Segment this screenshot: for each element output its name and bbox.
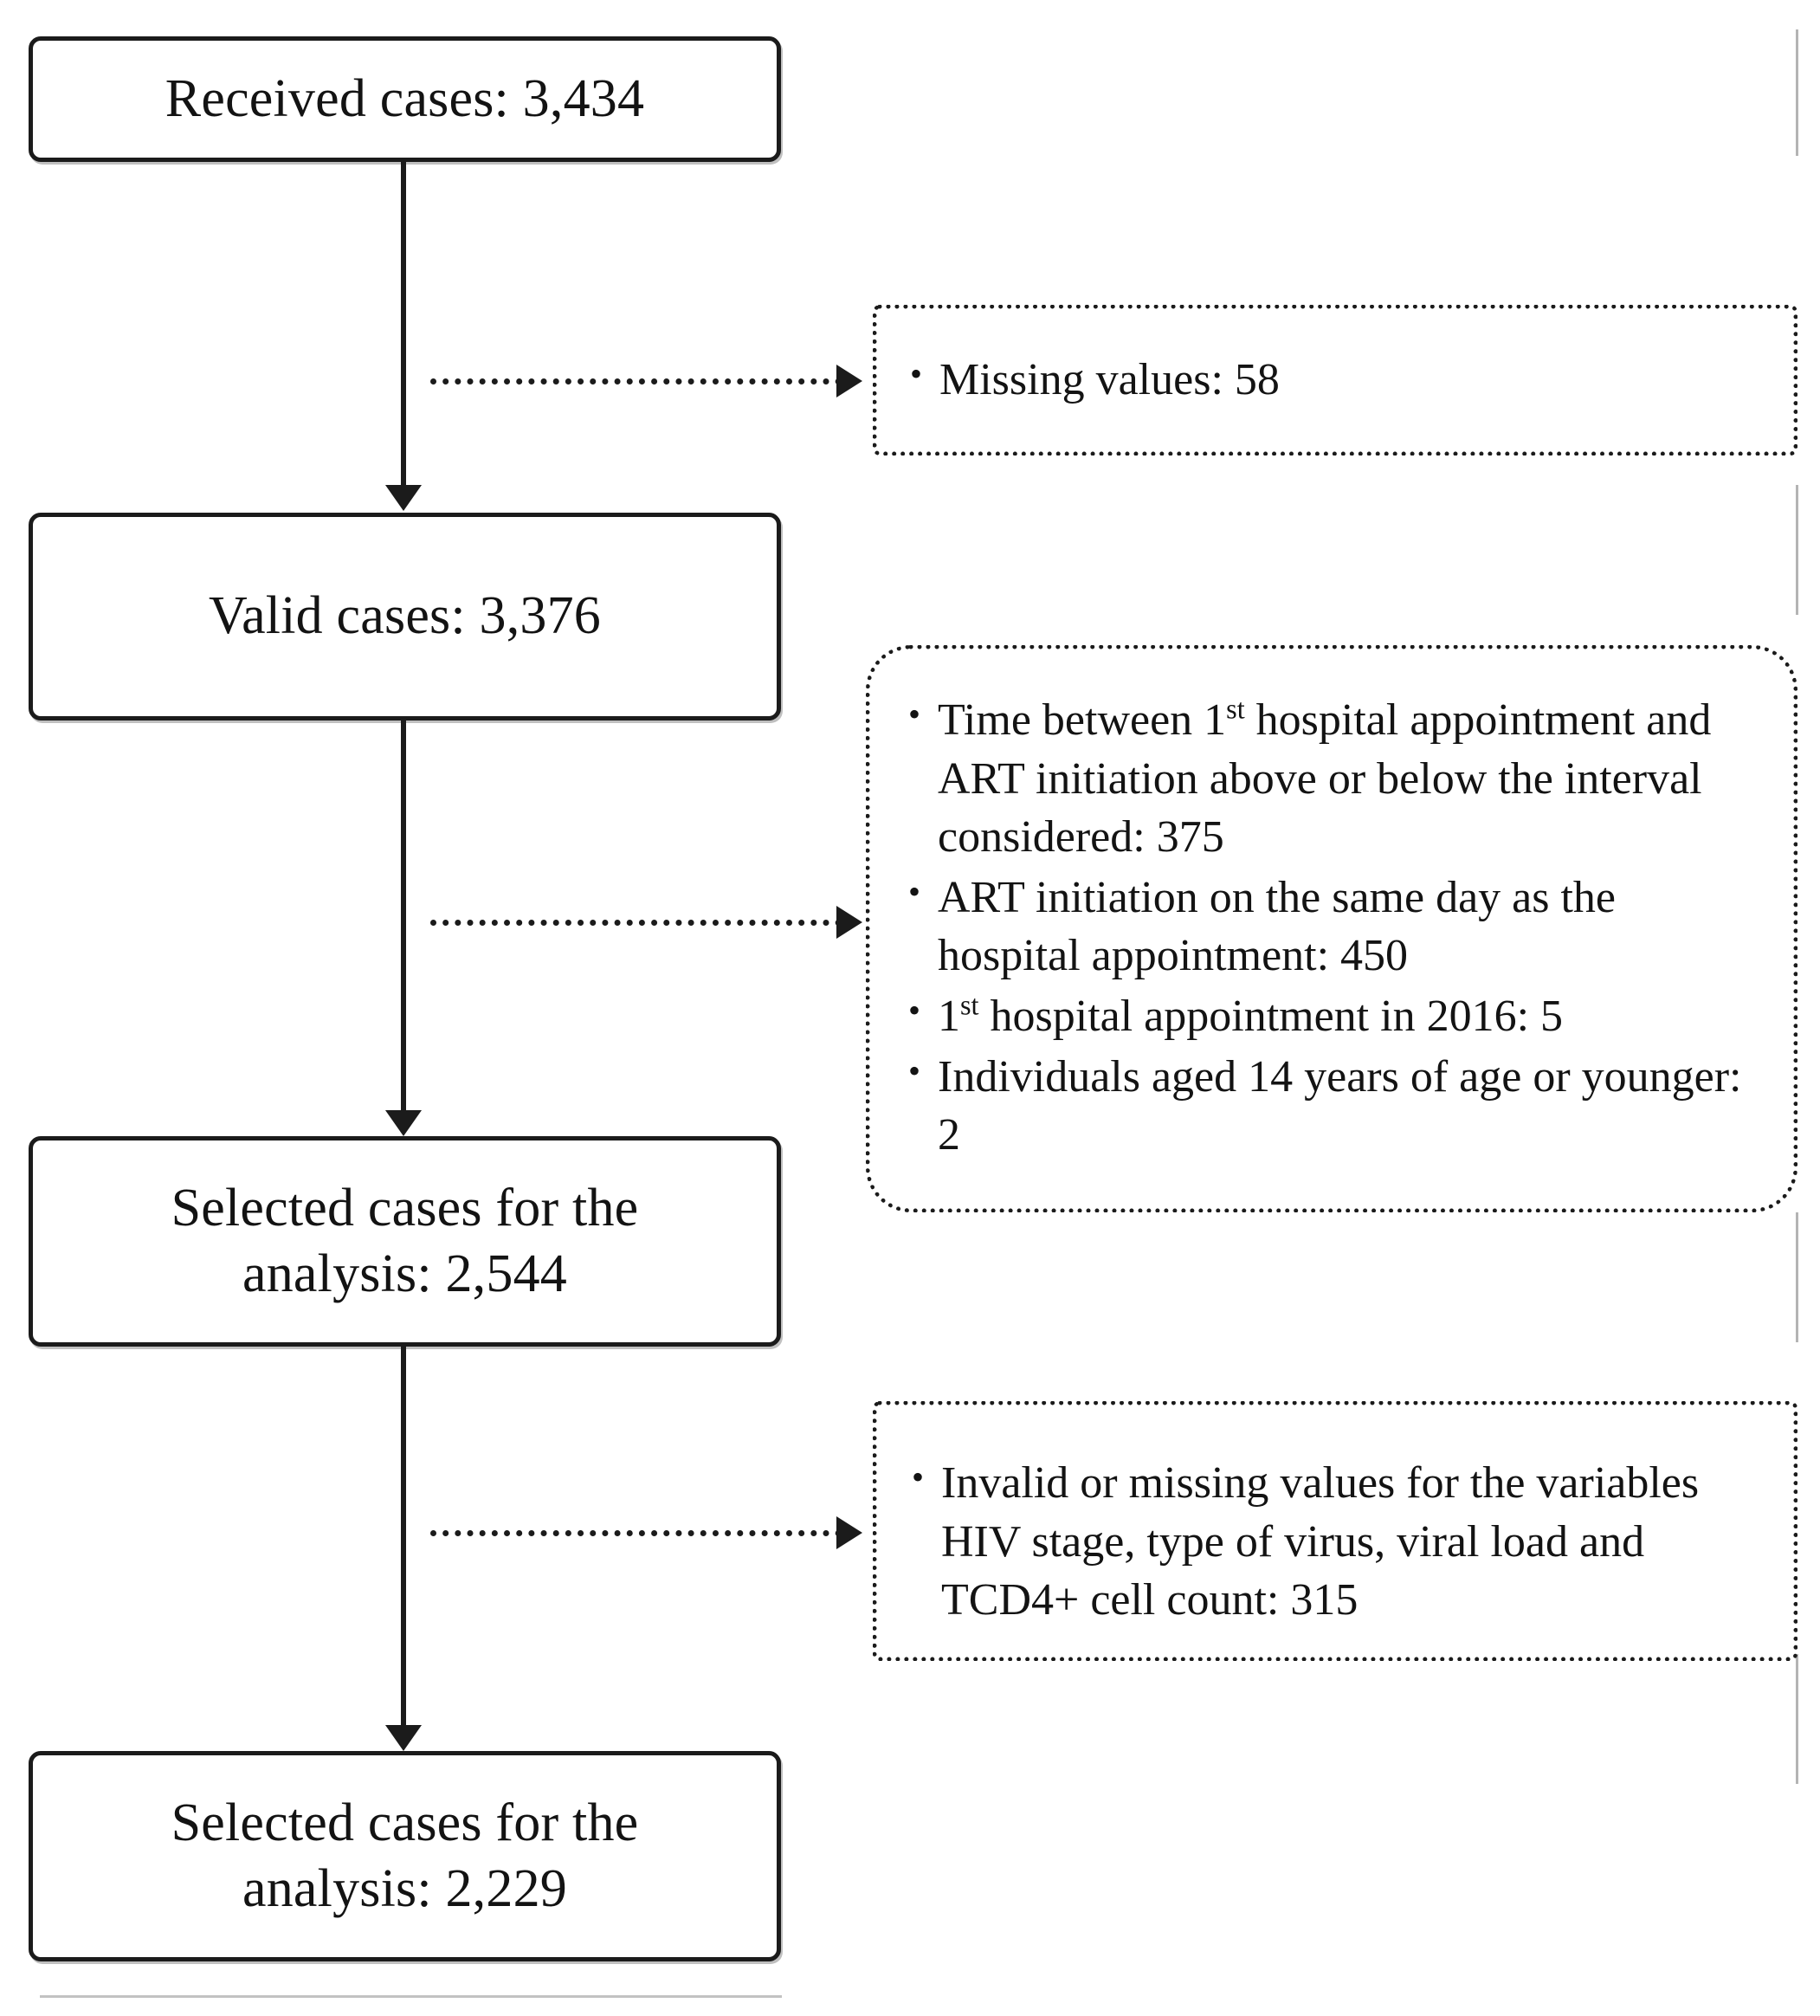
exclusion-2-item-0-text-after: hospital appointment and ART initiation … — [938, 695, 1712, 863]
connector-selected1-to-selected2-arrowhead — [385, 1725, 422, 1751]
branch-arrowhead-exclusion-3 — [836, 1516, 862, 1549]
branch-line-exclusion-2 — [430, 920, 842, 926]
exclusion-2-item-1-text-before: ART initiation on the same day as the ho… — [938, 872, 1616, 981]
exclusion-2-item-2-text-after: hospital appointment in 2016: 5 — [978, 991, 1564, 1041]
exclusion-box-invalid-values[interactable]: Invalid or missing values for the variab… — [873, 1401, 1797, 1661]
connector-received-to-valid — [401, 162, 406, 485]
connector-valid-to-selected1-arrowhead — [385, 1110, 422, 1136]
node-received-cases-label: Received cases: 3,434 — [165, 68, 645, 128]
exclusion-2-item-3-text-before: Individuals aged 14 years of age or youn… — [938, 1051, 1742, 1160]
exclusion-2-item-0: Time between 1st hospital appointment an… — [908, 690, 1759, 867]
exclusion-1-item-0-text: Missing values: 58 — [939, 355, 1280, 404]
connector-selected1-to-selected2 — [401, 1347, 406, 1725]
node-selected-cases-2229-label: Selected cases for the analysis: 2,229 — [171, 1793, 639, 1918]
branch-line-exclusion-1 — [430, 378, 842, 384]
exclusion-3-list: Invalid or missing values for the variab… — [912, 1453, 1752, 1630]
branch-arrowhead-exclusion-2 — [836, 906, 862, 939]
branch-arrowhead-exclusion-1 — [836, 365, 862, 397]
connector-valid-to-selected1 — [401, 720, 406, 1110]
exclusion-2-item-0-text-before: Time between 1 — [938, 695, 1227, 745]
exclusion-2-item-3: Individuals aged 14 years of age or youn… — [908, 1047, 1759, 1165]
connector-received-to-valid-arrowhead — [385, 485, 422, 511]
page-edge-rule-lower-mid — [1796, 1212, 1798, 1342]
node-valid-cases-label: Valid cases: 3,376 — [208, 586, 601, 646]
exclusion-1-list: Missing values: 58 — [910, 350, 1793, 410]
node-selected-cases-2544-label: Selected cases for the analysis: 2,544 — [171, 1178, 639, 1303]
node-selected-cases-2229[interactable]: Selected cases for the analysis: 2,229 — [29, 1751, 781, 1961]
page-bottom-rule — [40, 1995, 782, 1998]
exclusion-3-item-0-text: Invalid or missing values for the variab… — [941, 1458, 1700, 1625]
exclusion-2-list: Time between 1st hospital appointment an… — [908, 690, 1759, 1165]
exclusion-2-item-1: ART initiation on the same day as the ho… — [908, 868, 1759, 985]
exclusion-box-selection-criteria[interactable]: Time between 1st hospital appointment an… — [866, 645, 1797, 1212]
page-edge-rule-top — [1796, 29, 1798, 156]
node-received-cases[interactable]: Received cases: 3,434 — [29, 36, 781, 162]
exclusion-1-item-0: Missing values: 58 — [910, 350, 1793, 410]
exclusion-2-item-2-text-before: 1 — [938, 991, 960, 1041]
exclusion-2-item-2-sup: st — [960, 989, 979, 1021]
node-valid-cases[interactable]: Valid cases: 3,376 — [29, 513, 781, 720]
exclusion-2-item-0-sup: st — [1226, 693, 1245, 725]
exclusion-box-missing-values[interactable]: Missing values: 58 — [873, 305, 1797, 456]
exclusion-3-item-0: Invalid or missing values for the variab… — [912, 1453, 1752, 1630]
node-selected-cases-2544[interactable]: Selected cases for the analysis: 2,544 — [29, 1136, 781, 1347]
branch-line-exclusion-3 — [430, 1530, 842, 1536]
page-edge-rule-bottom — [1796, 1654, 1798, 1784]
exclusion-2-item-2: 1st hospital appointment in 2016: 5 — [908, 986, 1759, 1046]
page-edge-rule-upper-mid — [1796, 485, 1798, 615]
